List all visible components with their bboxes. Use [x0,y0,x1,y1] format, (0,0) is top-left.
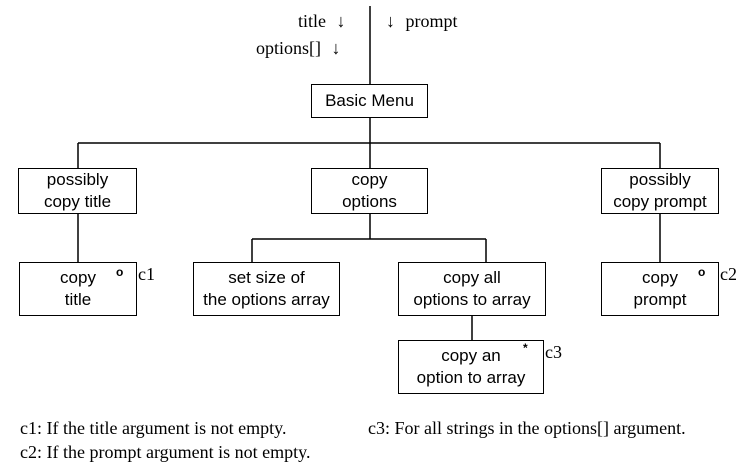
node-line: copy all [443,268,501,287]
selection-mark: o [698,265,706,279]
node-line: set size of [228,268,305,287]
node-line: option to array [416,368,526,387]
node-copy-an-option: copy an option to array [398,340,544,394]
node-copy-title: copy title [19,262,137,316]
node-line: the options array [203,290,330,309]
input-options-label: options[] [256,38,321,58]
note-c2: c2: If the prompt argument is not empty. [20,442,311,462]
node-line: options to array [413,290,531,309]
node-line: copy [351,170,388,189]
note-c1: c1: If the title argument is not empty. [20,418,287,438]
selection-mark: o [116,265,124,279]
input-prompt: ↓ prompt [386,11,458,31]
condition-c2: c2 [720,264,737,284]
condition-c1: c1 [138,264,155,284]
condition-c3: c3 [545,342,562,362]
iteration-mark: * [523,341,528,355]
node-copy-options: copy options [311,168,428,214]
input-prompt-label: prompt [405,11,458,31]
node-possibly-copy-title: possibly copy title [18,168,137,214]
node-possibly-copy-prompt: possibly copy prompt [601,168,719,214]
node-basic-menu: Basic Menu [311,84,428,118]
node-copy-prompt: copy prompt [601,262,719,316]
input-options: options[] ↓ [256,38,341,58]
note-c3: c3: For all strings in the options[] arg… [368,418,686,438]
arrow-down-icon: ↓ [336,11,346,31]
arrow-down-icon: ↓ [331,38,341,58]
node-line: prompt [633,290,687,309]
arrow-down-icon: ↓ [386,11,395,31]
node-line: copy title [43,192,112,211]
node-line: copy [642,268,678,287]
input-title-label: title [298,11,326,31]
node-line: options [342,192,397,211]
node-line: copy [60,268,96,287]
node-line: copy an [441,346,501,365]
node-set-size: set size of the options array [193,262,340,316]
node-basic-menu-line1: Basic Menu [325,91,414,110]
node-line: title [64,290,92,309]
node-line: copy prompt [613,192,707,211]
input-title: title ↓ [298,11,346,31]
node-line: possibly [629,170,691,189]
node-copy-all-options: copy all options to array [398,262,546,316]
node-line: possibly [46,170,109,189]
